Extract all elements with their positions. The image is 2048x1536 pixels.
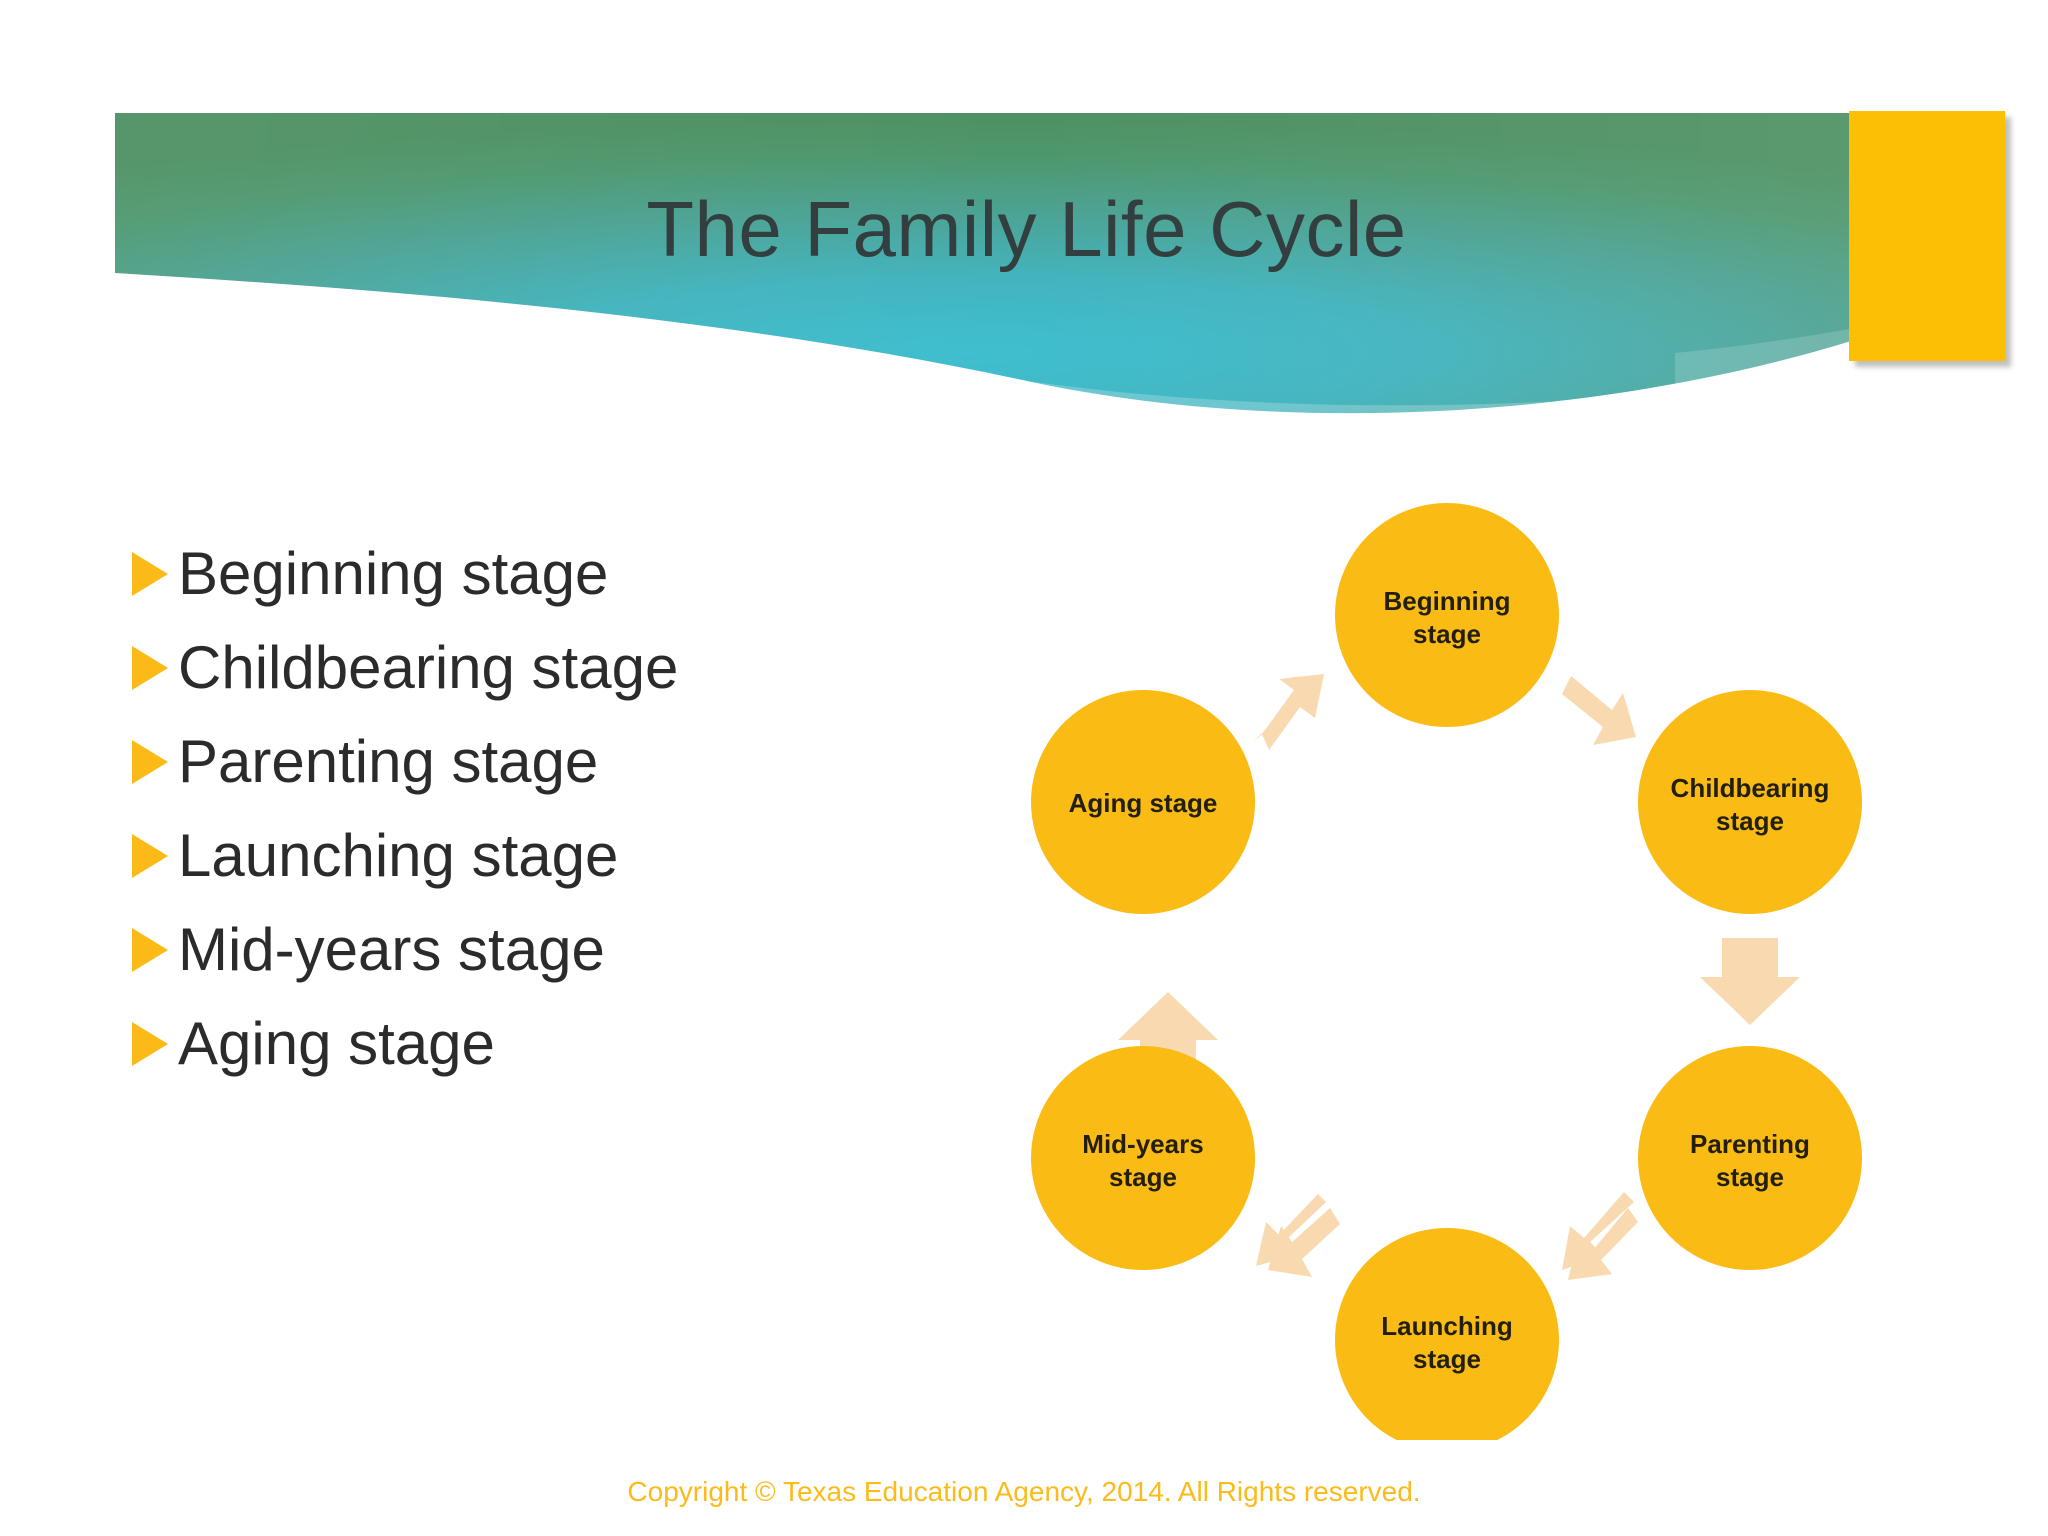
triangle-bullet-icon [128, 924, 172, 976]
triangle-bullet-icon [128, 1018, 172, 1070]
bullet-item-childbearing-stage[interactable]: Childbearing stage [128, 621, 948, 715]
accent-tab [1849, 111, 2005, 361]
node-aging-stage[interactable]: Aging stage [1031, 690, 1255, 914]
family-life-cycle-diagram: Beginning stage Childbearing stage Paren… [1000, 480, 1950, 1440]
triangle-bullet-icon [128, 736, 172, 788]
node-parenting-stage[interactable]: Parenting stage [1638, 1046, 1862, 1270]
bullet-item-parenting-stage[interactable]: Parenting stage [128, 715, 948, 809]
arrow-childbearing-to-parenting [1700, 938, 1800, 1025]
triangle-bullet-icon [128, 642, 172, 694]
node-label-line2: stage [1716, 1162, 1784, 1192]
node-childbearing-stage[interactable]: Childbearing stage [1638, 690, 1862, 914]
arrow-parenting-to-launching [1562, 1192, 1638, 1280]
arrow-aging-to-beginning [1253, 674, 1324, 750]
bullet-label: Aging stage [178, 1010, 495, 1077]
bullet-label: Childbearing stage [178, 634, 679, 701]
arrow-beginning-to-childbearing [1562, 676, 1636, 745]
bullet-item-beginning-stage[interactable]: Beginning stage [128, 527, 948, 621]
header-banner [115, 111, 2005, 423]
triangle-bullet-icon [128, 548, 172, 600]
bullet-label: Beginning stage [178, 540, 609, 607]
bullet-label: Mid-years stage [178, 916, 605, 983]
node-beginning-stage[interactable]: Beginning stage [1335, 503, 1559, 727]
node-label-line1: Mid-years [1082, 1129, 1203, 1159]
stage-bullet-list: Beginning stage Childbearing stage Paren… [128, 527, 948, 1091]
node-label-line2: stage [1413, 1344, 1481, 1374]
bullet-item-aging-stage[interactable]: Aging stage [128, 997, 948, 1091]
banner-light-wedge [1027, 311, 1938, 414]
node-label-line1: Parenting [1690, 1129, 1810, 1159]
node-label-line2: stage [1109, 1162, 1177, 1192]
bullet-item-mid-years-stage[interactable]: Mid-years stage [128, 903, 948, 997]
node-label-line1: Beginning [1383, 586, 1510, 616]
node-label-line2: stage [1716, 806, 1784, 836]
node-launching-stage[interactable]: Launching stage [1335, 1228, 1559, 1440]
arrow-launching-to-midyears [1256, 1194, 1340, 1277]
bullet-item-launching-stage[interactable]: Launching stage [128, 809, 948, 903]
copyright-notice: Copyright © Texas Education Agency, 2014… [627, 1476, 1421, 1507]
bullet-label: Parenting stage [178, 728, 599, 795]
triangle-bullet-icon [128, 830, 172, 882]
node-mid-years-stage[interactable]: Mid-years stage [1031, 1046, 1255, 1270]
page-title: The Family Life Cycle [646, 185, 1407, 273]
node-label-line1: Childbearing [1671, 773, 1830, 803]
node-label-line2: stage [1413, 619, 1481, 649]
bullet-label: Launching stage [178, 822, 619, 889]
node-label-line1: Launching [1381, 1311, 1512, 1341]
node-label-line1: Aging stage [1069, 788, 1218, 818]
